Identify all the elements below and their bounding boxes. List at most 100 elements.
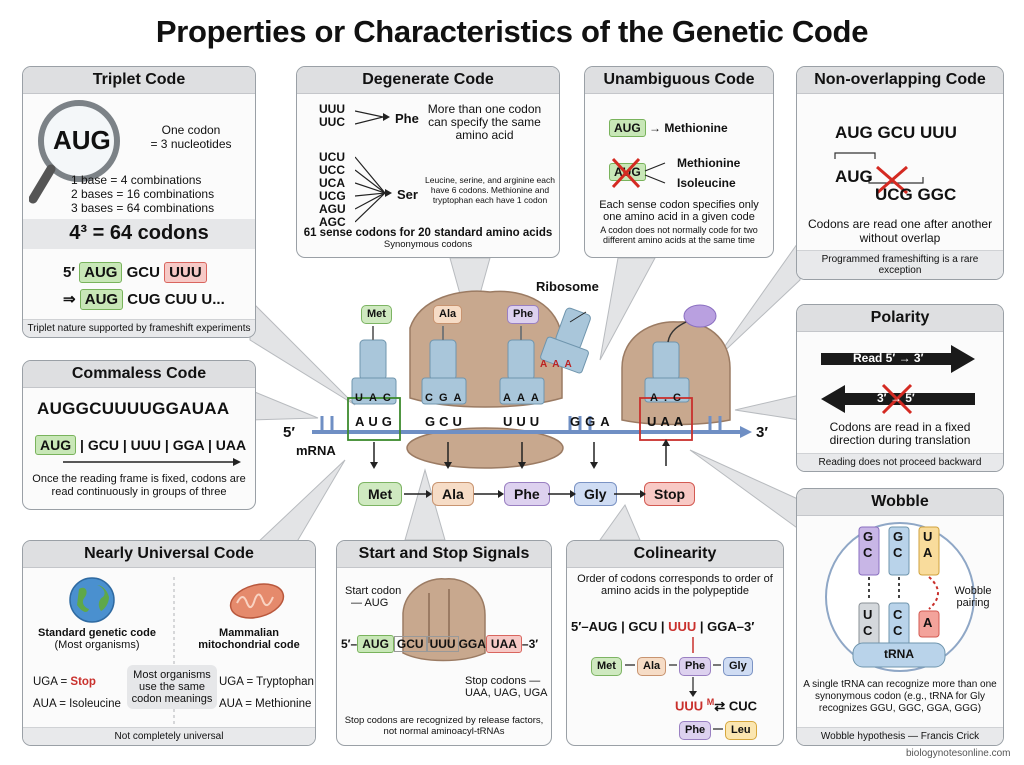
commaless-codons: AUG | GCU | UUU | GGA | UAA [35, 435, 246, 455]
reading-arrow [63, 458, 241, 466]
divider-line [173, 577, 175, 731]
codon-stop: UAA [647, 414, 688, 429]
trna-aa-ala: Ala [433, 305, 463, 324]
colin-aa-ala: Ala [637, 657, 667, 676]
mrna-5-prime: 5′ [283, 424, 295, 441]
mito-code-rules: UGA = Tryptophan AUA = Methionine [219, 676, 314, 710]
unambiguous-heading: Unambiguous Code [585, 67, 773, 94]
nonoverlap-note: Codons are read one after another withou… [807, 217, 993, 245]
frameshift-line-2: ⇒ AUG CUG CUU U... [63, 289, 225, 310]
commaless-note: Once the reading frame is fixed, codons … [32, 473, 246, 498]
polarity-panel: Polarity Read 5′ → 3′ 3′ → 5′ Codons are… [796, 304, 1004, 472]
nonoverlap-heading: Non-overlapping Code [797, 67, 1003, 94]
chain-met: Met [358, 482, 403, 506]
anticodon-phe: AAA [503, 392, 545, 404]
codon-gly: GGA [570, 414, 615, 429]
anticodon-exiting: AAA [540, 359, 577, 370]
colinearity-arrows [625, 637, 723, 730]
nonoverlap-seq: AUG GCU UUU [835, 123, 957, 142]
trna-ala [421, 326, 467, 405]
universal-middle-note: Most organisms use the same codon meanin… [127, 665, 217, 709]
startstop-heading: Start and Stop Signals [337, 541, 551, 568]
trna-exiting [540, 307, 591, 374]
polarity-read: Read 5′ → 3′ [853, 351, 924, 365]
degenerate-arrows [355, 110, 392, 223]
degenerate-footer: 61 sense codons for 20 standard amino ac… [303, 227, 553, 250]
anticodon-stop: A.C [650, 392, 687, 404]
colinearity-heading: Colinearity [567, 541, 783, 568]
magnifier-icon [29, 100, 120, 204]
colinearity-panel: Colinearity Order of codons corresponds … [566, 540, 784, 746]
nonoverlap-footer: Programmed frameshifting is a rare excep… [797, 250, 1003, 279]
degenerate-note: More than one codon can specify the same… [427, 102, 542, 142]
chain-ala: Ala [432, 482, 474, 506]
mut-aa-phe: Phe [679, 721, 712, 740]
nonoverlap-wrong-2: UCG GGC [875, 185, 957, 204]
wobble-label: Wobble pairing [954, 585, 992, 609]
polarity-footer: Reading does not proceed backward [797, 453, 1003, 471]
wobble-note: A single tRNA can recognize more than on… [803, 679, 997, 714]
polarity-arrows [821, 345, 975, 415]
mut-aa-leu: Leu [725, 721, 757, 740]
anticodon-met: UAC [355, 392, 397, 404]
ribosome-label: Ribosome [536, 279, 599, 294]
unambiguous-code-panel: Unambiguous Code AUG → Methionine AUG Me… [584, 66, 774, 258]
globe-icon [69, 577, 115, 623]
standard-code-title: Standard genetic code (Most organisms) [38, 627, 156, 651]
triplet-code-panel: Triplet Code AUG One codon= 3 nucleotide… [22, 66, 256, 338]
ser-label: Ser [397, 187, 418, 202]
chain-arrows [404, 490, 646, 498]
unambiguous-note: Each sense codon specifies only one amin… [599, 199, 759, 245]
trna-aa-met: Met [361, 305, 392, 324]
degenerate-note-2: Leucine, serine, and arginine each have … [425, 175, 555, 205]
non-overlapping-panel: Non-overlapping Code AUG GCU UUU AUG UCG… [796, 66, 1004, 280]
standard-code-rules: UGA = Stop AUA = Isoleucine [33, 676, 121, 710]
mitochondrion-icon [229, 583, 285, 619]
triplet-footer: Triplet nature supported by frameshift e… [23, 319, 255, 337]
mrna-3-prime: 3′ [756, 424, 768, 441]
codon-formula: 4³ = 64 codons [69, 222, 209, 244]
universal-heading: Nearly Universal Code [23, 541, 315, 568]
trna-label: tRNA [884, 647, 914, 661]
mrna-label: mRNA [296, 443, 336, 458]
startstop-footer: Stop codons are recognized by release fa… [344, 715, 544, 737]
commaless-code-panel: Commaless Code AUGGCUUUUGGAUAA AUG | GCU… [22, 360, 256, 510]
codon-phe: UUU [503, 414, 544, 429]
overlap-brackets [834, 152, 924, 195]
translation-diagram [312, 290, 752, 469]
universal-footer: Not completely universal [23, 727, 315, 745]
triplet-codon: AUG [53, 125, 111, 155]
wobble-diagram [825, 522, 975, 672]
triplet-heading: Triplet Code [23, 67, 255, 94]
wobble-heading: Wobble [797, 489, 1003, 516]
ribosome-small-subunit [406, 427, 564, 469]
colin-aa-gly: Gly [723, 657, 753, 676]
anticodon-ala: CGA [425, 392, 468, 404]
colinearity-note: Order of codons corresponds to order of … [577, 573, 773, 597]
stop-label: Stop codons — UAA, UAG, UGA [465, 675, 548, 699]
frameshift-line-1: 5′ AUG GCU UUU [63, 262, 207, 283]
commaless-heading: Commaless Code [23, 361, 255, 388]
polarity-note: Codons are read in a fixed direction dur… [829, 420, 971, 447]
unambiguous-row-1: AUG → Methionine [609, 119, 728, 137]
commaless-seq: AUGGCUUUUGGAUAA [37, 399, 230, 418]
colin-aa-met: Met [591, 657, 622, 676]
trna-aa-phe: Phe [507, 305, 540, 324]
site-credit: biologynotesonline.com [906, 748, 1011, 759]
release-factor [644, 304, 717, 403]
chain-stop: Stop [644, 482, 696, 506]
mito-code-title: Mammalian mitochondrial code [198, 627, 300, 651]
colin-aa-phe: Phe [679, 657, 712, 676]
polarity-wrong: 3′ → 5′ [877, 391, 915, 405]
